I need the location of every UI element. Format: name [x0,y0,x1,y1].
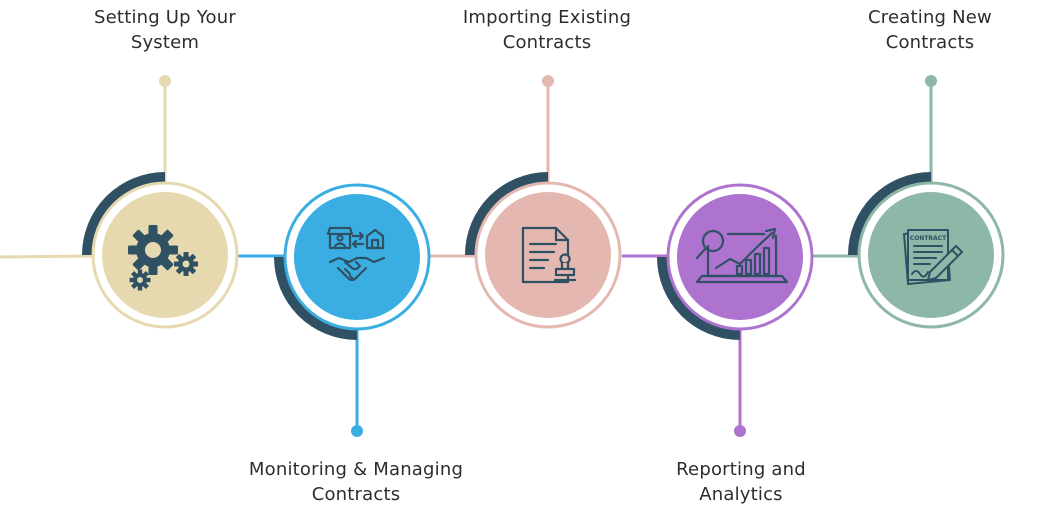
laptop-analytics-icon [695,227,789,284]
step-reporting-disc [677,194,803,320]
step-importing-title: Importing Existing Contracts [427,5,667,55]
step-creating-title: Creating New Contracts [810,5,1038,55]
step-monitoring [274,183,431,437]
step-creating-title-line-2: Contracts [885,32,975,53]
step-setup [82,75,239,329]
svg-text:CONTRACT: CONTRACT [910,235,947,242]
step-monitoring-title-line-2: Contracts [311,484,401,505]
step-reporting-title-line-1: Reporting and [676,459,806,480]
step-setup-dot [159,75,171,87]
timeline-connectors [0,254,858,259]
step-setup-title-line-2: System [130,32,200,53]
handshake-stores-icon [326,226,386,282]
step-importing [465,75,622,329]
step-reporting-title-line-2: Analytics [699,484,783,505]
step-monitoring-dot [351,425,363,437]
step-monitoring-title: Monitoring & Managing Contracts [236,457,476,507]
step-creating: CONTRACT [848,75,1005,329]
step-importing-disc [485,192,611,318]
step-setup-title-line-1: Setting Up Your [94,7,236,28]
contract-signing-icon: CONTRACT [903,229,963,285]
gears-icon [128,225,198,291]
step-reporting-dot [734,425,746,437]
connector-left-lead [0,254,93,259]
step-importing-title-line-2: Contracts [502,32,592,53]
document-stamp-icon [521,226,577,284]
step-monitoring-title-line-1: Monitoring & Managing [248,459,464,480]
step-creating-dot [925,75,937,87]
step-setup-title: Setting Up Your System [45,5,285,55]
step-importing-title-line-1: Importing Existing [462,7,632,28]
step-creating-title-line-1: Creating New [868,7,992,28]
step-importing-dot [542,75,554,87]
step-reporting-title: Reporting and Analytics [621,457,861,507]
step-reporting [657,183,814,437]
